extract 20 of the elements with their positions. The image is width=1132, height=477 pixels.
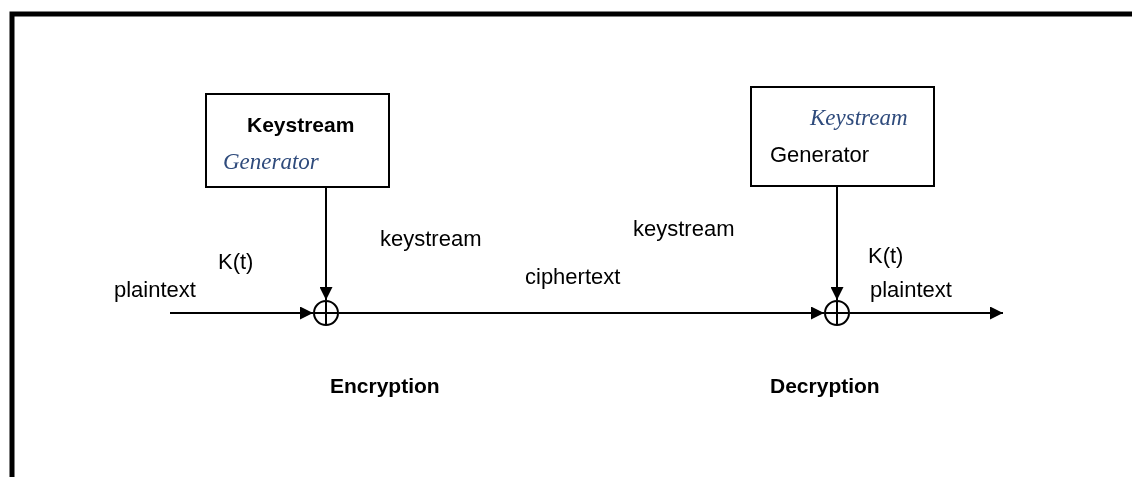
key-label: K(t) xyxy=(868,244,904,269)
edge-label: plaintext xyxy=(114,278,196,303)
arrow xyxy=(169,306,314,320)
arrow xyxy=(319,187,333,301)
key-label: K(t) xyxy=(218,250,254,275)
arrow xyxy=(338,306,825,320)
signal-label: keystream xyxy=(633,217,735,242)
edge-label: plaintext xyxy=(870,278,952,303)
box-text: Keystream xyxy=(247,113,355,137)
generator-box xyxy=(205,93,390,188)
stage-label: Decryption xyxy=(770,374,880,398)
edge-label: ciphertext xyxy=(525,265,621,290)
stage-label: Encryption xyxy=(330,374,440,398)
signal-label: keystream xyxy=(380,227,482,252)
arrow xyxy=(849,306,1004,320)
box-text: Generator xyxy=(223,149,319,175)
box-text: Keystream xyxy=(810,105,908,131)
arrow xyxy=(830,186,844,301)
generator-box xyxy=(750,86,935,187)
box-text: Generator xyxy=(770,143,870,168)
